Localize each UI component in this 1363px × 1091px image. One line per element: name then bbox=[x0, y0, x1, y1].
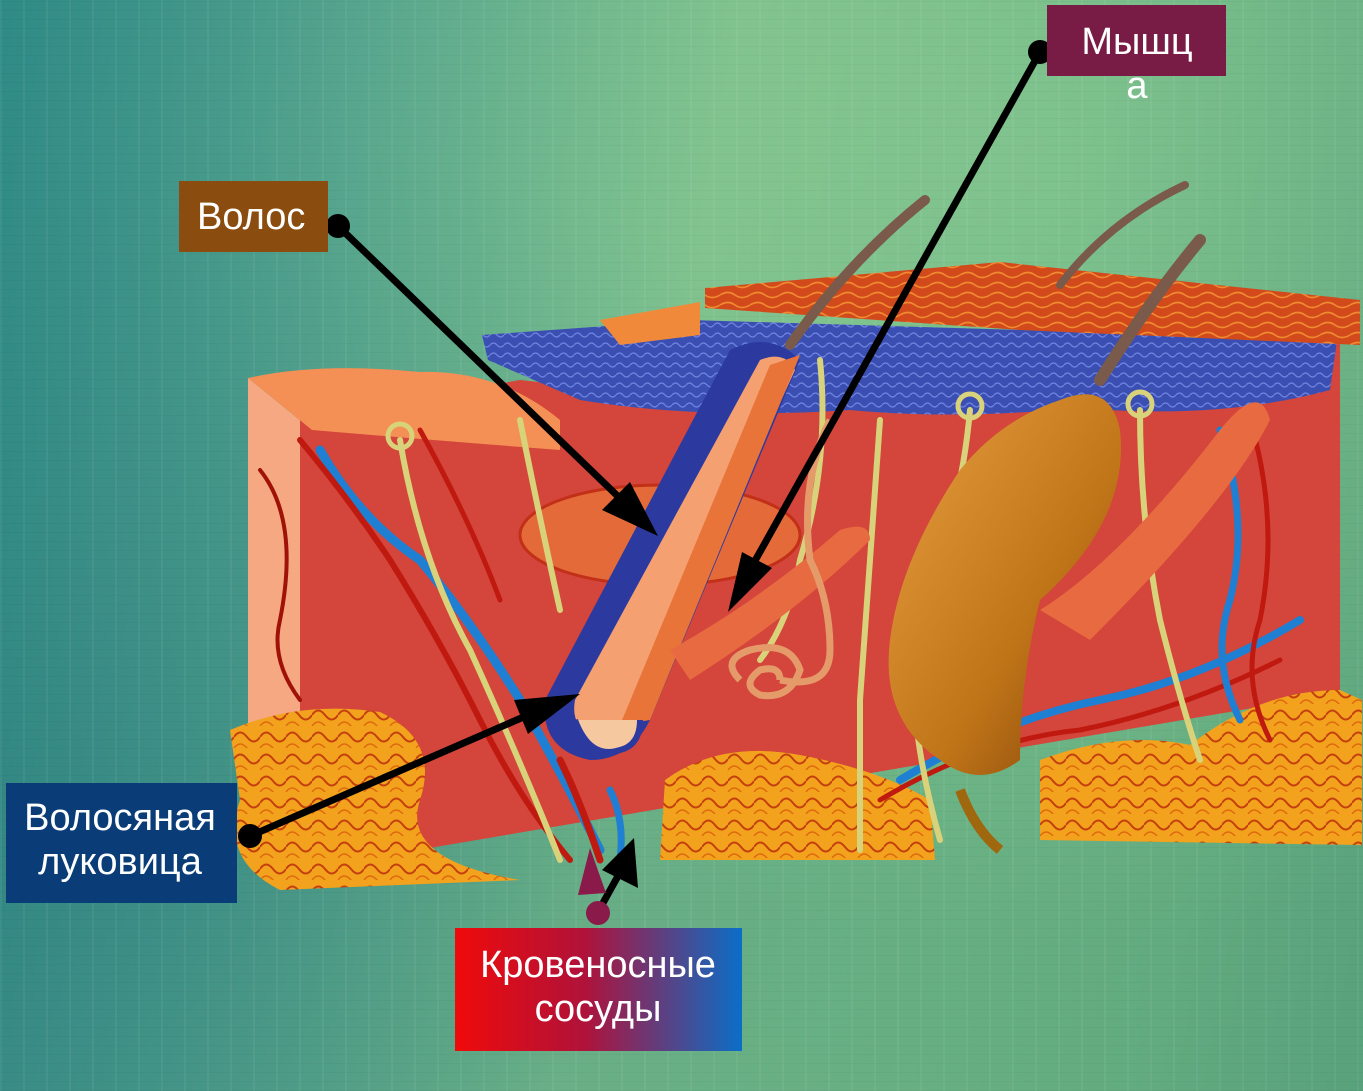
hair-label: Волос bbox=[179, 181, 328, 252]
hair-label-text: Волос bbox=[179, 181, 307, 239]
muscle-label-text: Мышца bbox=[1073, 5, 1201, 108]
bulb-pointer-dot bbox=[238, 824, 262, 848]
hair-pointer-dot bbox=[326, 214, 350, 238]
hair-bulb-label: Волосяная луковица bbox=[6, 783, 237, 903]
muscle-label: Мышца bbox=[1047, 5, 1226, 76]
hair-bulb-label-text: Волосяная луковица bbox=[20, 783, 220, 884]
blood-vessels-label-text: Кровеносные сосуды bbox=[473, 928, 723, 1031]
blood-vessels-label: Кровеносные сосуды bbox=[455, 928, 742, 1051]
